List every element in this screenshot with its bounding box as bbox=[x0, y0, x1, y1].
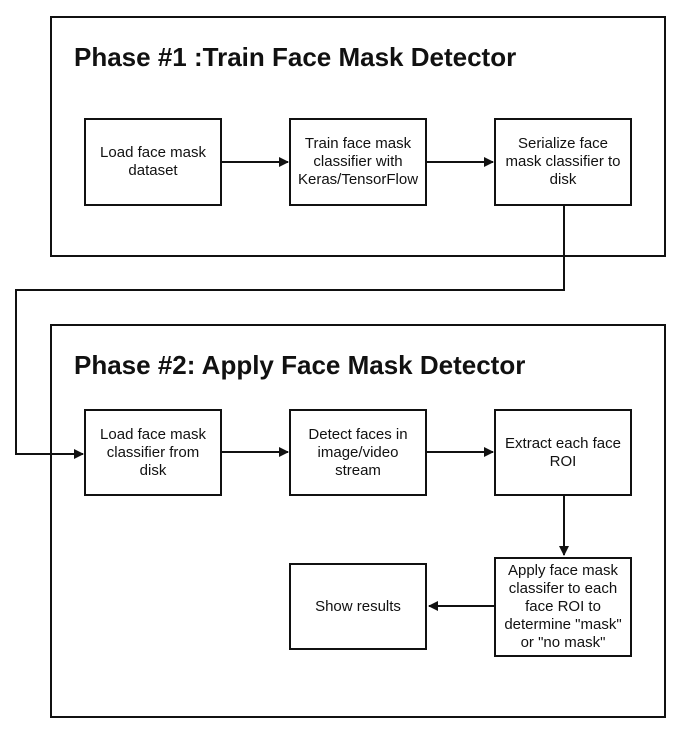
node-load-classifier: Load face mask classifier from disk bbox=[84, 409, 222, 496]
node-train-classifier: Train face mask classifier with Keras/Te… bbox=[289, 118, 427, 206]
node-show-results: Show results bbox=[289, 563, 427, 650]
phase-1-title: Phase #1 :Train Face Mask Detector bbox=[74, 42, 517, 72]
phase-1-container: Phase #1 :Train Face Mask Detector bbox=[50, 16, 666, 257]
node-load-classifier-label: Load face mask classifier from disk bbox=[100, 425, 206, 479]
phase-2-title: Phase #2: Apply Face Mask Detector bbox=[74, 350, 526, 380]
arrow-serialize-to-load-classifier bbox=[15, 206, 565, 459]
node-extract-roi-label: Extract each face ROI bbox=[505, 434, 621, 470]
phase-2-container: Phase #2: Apply Face Mask Detector bbox=[50, 324, 666, 718]
node-load-dataset: Load face mask dataset bbox=[84, 118, 222, 206]
node-load-dataset-label: Load face mask dataset bbox=[100, 144, 206, 179]
node-detect-faces-label: Detect faces in image/video stream bbox=[308, 425, 408, 479]
node-extract-roi: Extract each face ROI bbox=[494, 409, 632, 496]
node-serialize-classifier: Serialize face mask classifier to disk bbox=[494, 118, 632, 206]
node-apply-classifier-label: Apply face mask classifer to each face R… bbox=[504, 562, 622, 651]
node-detect-faces: Detect faces in image/video stream bbox=[289, 409, 427, 496]
node-train-classifier-label: Train face mask classifier with Keras/Te… bbox=[297, 135, 419, 188]
node-serialize-classifier-label: Serialize face mask classifier to disk bbox=[505, 135, 621, 188]
node-show-results-label: Show results bbox=[315, 597, 401, 615]
node-apply-classifier: Apply face mask classifer to each face R… bbox=[494, 557, 632, 657]
